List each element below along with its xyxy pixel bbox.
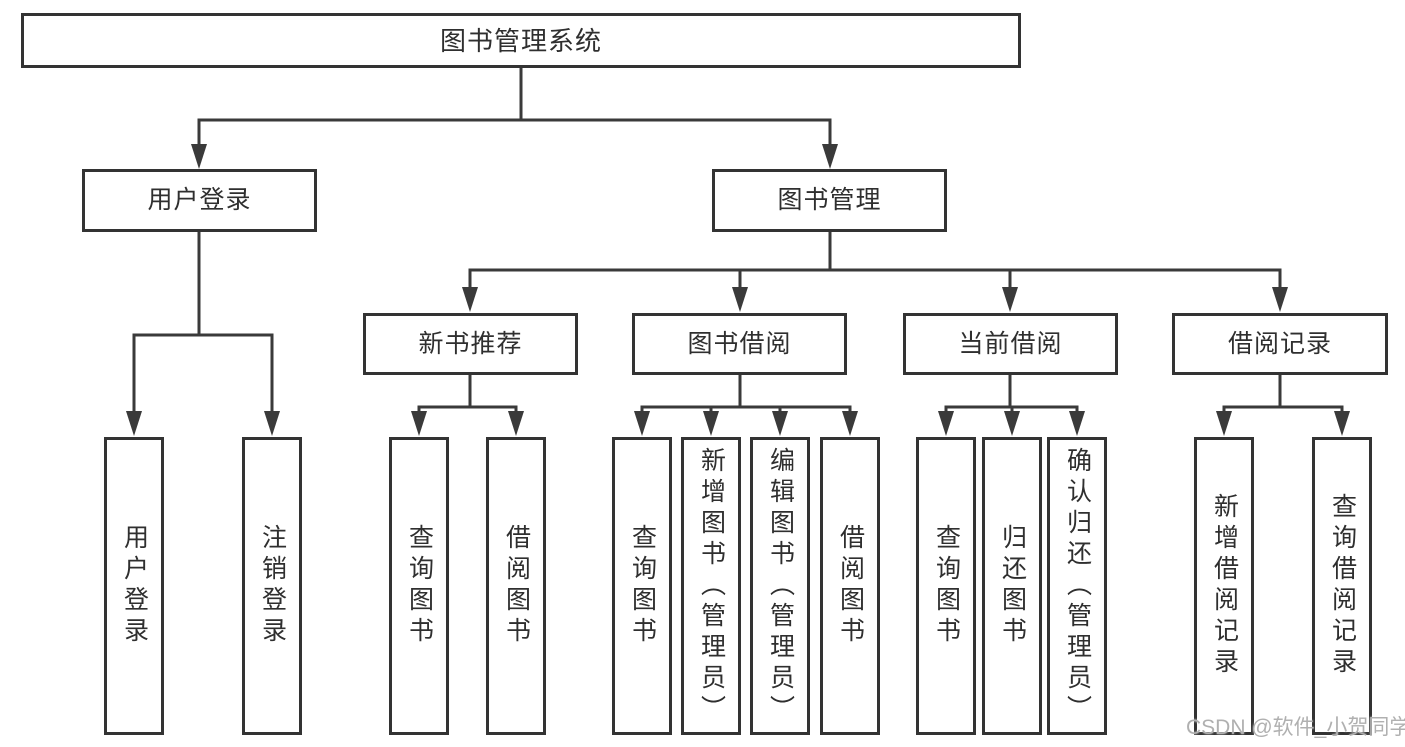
node-label: 图书管理系统	[439, 25, 602, 56]
node-label: 查询图书	[405, 524, 434, 648]
node-label: 借阅图书	[836, 524, 865, 648]
node-user-login: 用户登录	[82, 169, 317, 232]
node-label: 新增图书（管理员）	[697, 446, 726, 726]
arrow-head-icons	[126, 144, 1350, 436]
leaf-confirm-return-admin: 确认归还（管理员）	[1047, 437, 1107, 735]
leaf-query-books-recommend: 查询图书	[389, 437, 449, 735]
leaf-add-borrow-record: 新增借阅记录	[1194, 437, 1254, 735]
leaf-borrow-books-borrowing: 借阅图书	[820, 437, 880, 735]
node-label: 图书借阅	[687, 329, 792, 358]
node-label: 注销登录	[258, 524, 287, 648]
node-current-borrowing: 当前借阅	[903, 313, 1118, 375]
watermark: CSDN @软件_小贺同学	[1186, 716, 1405, 739]
leaf-query-books-borrowing: 查询图书	[612, 437, 672, 735]
node-new-book-recommendation: 新书推荐	[363, 313, 578, 375]
node-book-borrowing: 图书借阅	[632, 313, 847, 375]
node-borrowing-records: 借阅记录	[1172, 313, 1388, 375]
node-label: 归还图书	[998, 524, 1027, 648]
node-label: 用户登录	[147, 186, 252, 214]
leaf-query-borrow-record: 查询借阅记录	[1312, 437, 1372, 735]
node-label: 查询图书	[628, 524, 657, 648]
node-label: 图书管理	[777, 186, 882, 214]
leaf-query-books-current: 查询图书	[916, 437, 976, 735]
node-label: 用户登录	[120, 524, 149, 648]
leaf-logout-login: 注销登录	[242, 437, 302, 735]
leaf-add-books-admin: 新增图书（管理员）	[681, 437, 741, 735]
node-label: 当前借阅	[958, 329, 1063, 358]
node-library-system: 图书管理系统	[21, 13, 1021, 68]
node-label: 新书推荐	[418, 329, 523, 358]
node-label: 借阅图书	[502, 524, 531, 648]
connector-edges	[132, 68, 1344, 413]
leaf-borrow-books-recommend: 借阅图书	[486, 437, 546, 735]
leaf-edit-books-admin: 编辑图书（管理员）	[750, 437, 810, 735]
node-label: 编辑图书（管理员）	[766, 446, 795, 726]
node-label: 新增借阅记录	[1210, 493, 1239, 679]
node-label: 查询借阅记录	[1328, 493, 1357, 679]
node-label: 查询图书	[932, 524, 961, 648]
node-book-management: 图书管理	[712, 169, 947, 232]
node-label: 借阅记录	[1227, 329, 1332, 358]
leaf-user-login: 用户登录	[104, 437, 164, 735]
leaf-return-books: 归还图书	[982, 437, 1042, 735]
node-label: 确认归还（管理员）	[1063, 446, 1092, 726]
